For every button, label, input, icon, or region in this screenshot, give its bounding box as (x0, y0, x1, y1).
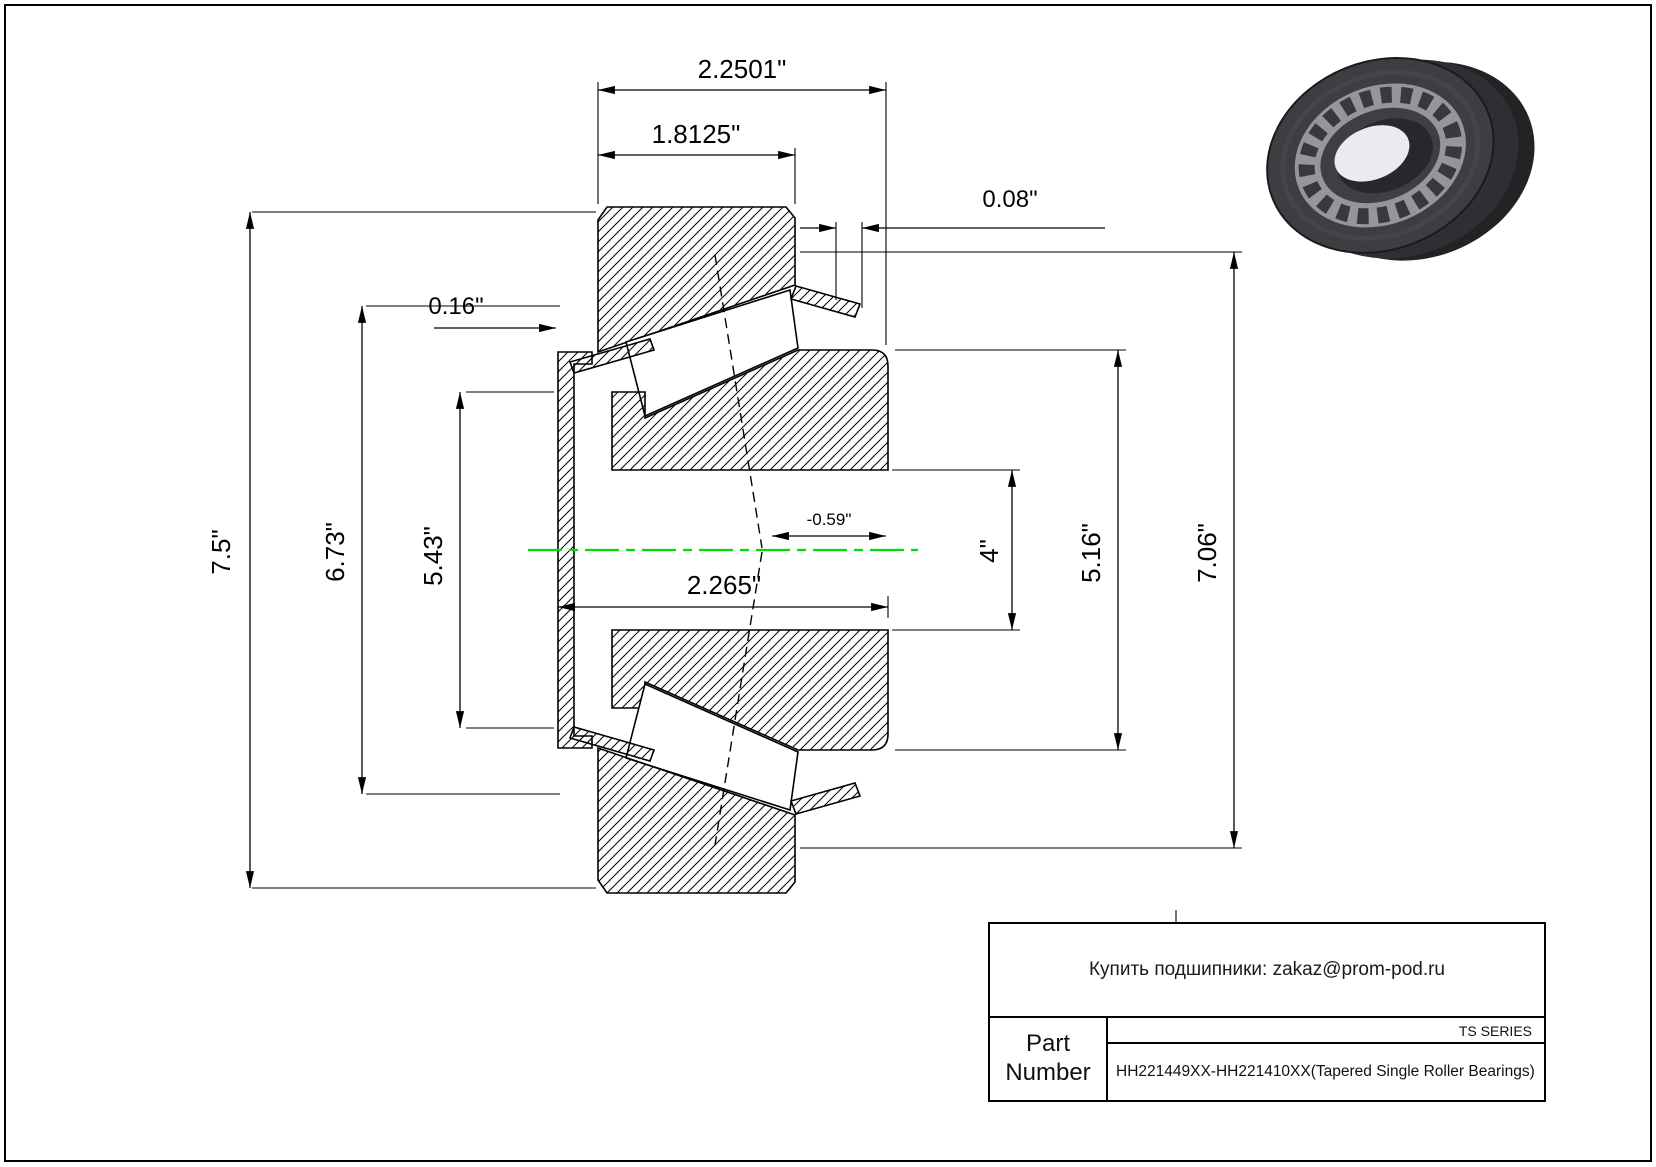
dim-label-overall-width: 2.2501" (698, 54, 787, 84)
roller-axis-bottom (714, 551, 763, 846)
contact-text: Купить подшипники: zakaz@prom-pod.ru (1088, 959, 1446, 980)
bearing-3d-render (1266, 57, 1535, 261)
bearing-bore-hole (1334, 125, 1410, 182)
series-label: TS SERIES (1108, 1018, 1544, 1044)
title-block-right: TS SERIES HH221449XX-HH221410XX(Tapered … (1108, 1018, 1544, 1100)
bearing-cross-section (557, 206, 889, 894)
dim-label-standoff: 0.08" (982, 186, 1037, 213)
roller-bottom (625, 682, 799, 812)
rib-sliver-bottom-left (568, 726, 656, 762)
dim-label-cup-width: 1.8125" (652, 119, 741, 149)
bearing-highlight (1280, 69, 1481, 242)
dim-label-outer-diameter: 7.5" (206, 529, 236, 574)
dim-label-flange-thickness: 0.16" (428, 293, 483, 320)
roller-axis-lines (714, 254, 763, 846)
cone-top-section (611, 349, 889, 471)
dimension-lines (245, 85, 1239, 888)
bearing-rollers (1298, 86, 1463, 225)
roller-axis-top (714, 254, 763, 549)
page-border (4, 4, 1652, 1162)
rib-sliver-top-right (789, 285, 862, 318)
part-number-label: Part Number (990, 1018, 1108, 1100)
rib-sliver-bottom-right (789, 782, 862, 815)
cup-top-section (597, 206, 796, 354)
title-block: Купить подшипники: zakaz@prom-pod.ru Par… (988, 922, 1546, 1102)
extension-lines (252, 82, 1242, 922)
dim-label-effective-center: -0.59" (807, 510, 852, 529)
dim-label-bore: 4" (974, 539, 1004, 563)
part-number-value: HH221449XX-HH221410XX(Tapered Single Rol… (1116, 1063, 1535, 1080)
title-block-bottom: Part Number TS SERIES HH221449XX-HH22141… (990, 1016, 1544, 1100)
dim-label-rib-diameter: 6.73" (320, 522, 350, 582)
dim-label-housing-diameter: 7.06" (1192, 523, 1222, 583)
dim-label-flange-diameter: 5.43" (418, 526, 448, 586)
cup-bottom-section (597, 746, 796, 894)
dim-label-cup-face-diameter: 5.16" (1076, 523, 1106, 583)
dim-label-cone-width: 2.265" (687, 570, 761, 600)
